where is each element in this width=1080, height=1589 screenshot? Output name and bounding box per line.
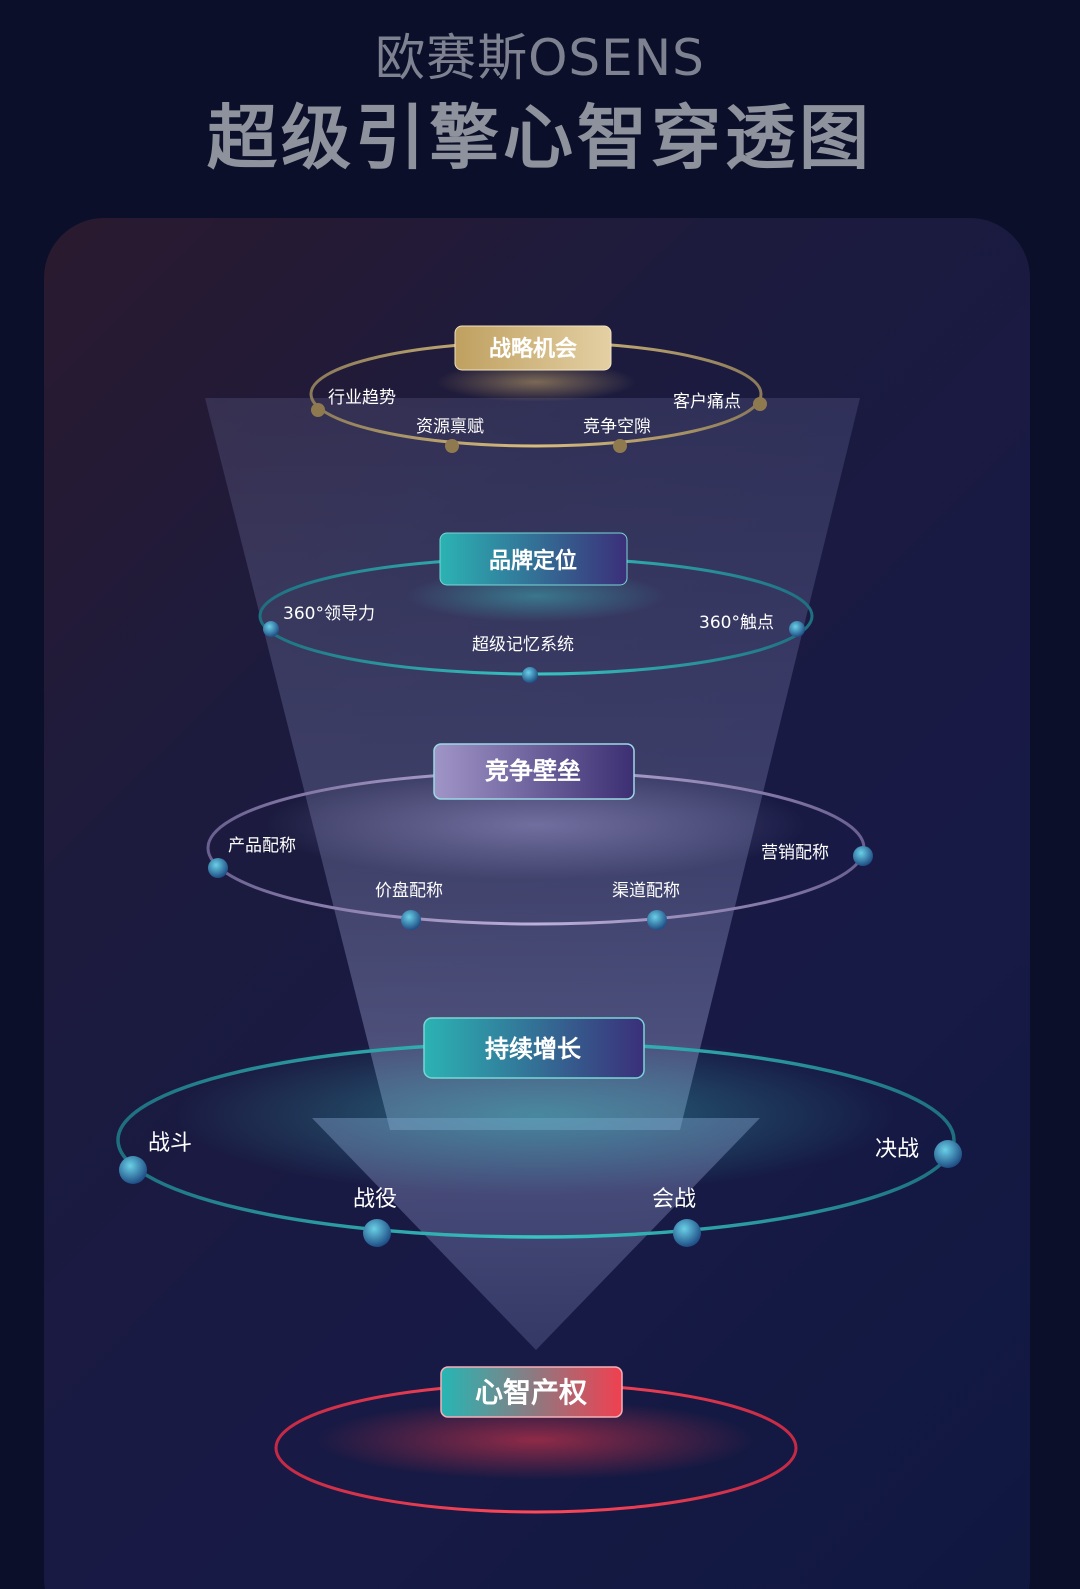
node-label: 战斗 (148, 1131, 192, 1156)
node-label: 决战 (875, 1137, 919, 1162)
level-label-box (423, 1017, 645, 1079)
node-label: 竞争空隙 (583, 417, 651, 437)
node-dot (363, 1219, 391, 1247)
level-competitive-barrier: 竞争壁垒 产品配称 价盘配称 渠道配称 营销配称 (206, 743, 873, 930)
node-dot (789, 621, 805, 637)
level-label: 持续增长 (485, 1035, 582, 1063)
node-dot (647, 910, 667, 930)
node-label: 资源禀赋 (416, 416, 484, 437)
node-label: 渠道配称 (612, 881, 680, 901)
node-dot (673, 1219, 701, 1247)
node-label: 战役 (353, 1187, 397, 1212)
node-label: 超级记忆系统 (472, 635, 574, 655)
brand-name: 欧赛斯OSENS (375, 29, 705, 87)
node-dot (208, 858, 228, 878)
level-sustained-growth: 持续增长 战斗 战役 会战 决战 (116, 1017, 962, 1247)
node-label: 行业趋势 (328, 388, 396, 408)
node-dot (853, 846, 873, 866)
level-label: 品牌定位 (489, 548, 577, 574)
level-label: 战略机会 (489, 336, 577, 362)
level-label: 竞争壁垒 (485, 757, 581, 785)
node-label: 产品配称 (228, 836, 296, 856)
node-dot (311, 403, 325, 417)
page-title: 超级引擎心智穿透图 (207, 97, 873, 179)
node-dot (263, 621, 279, 637)
node-dot (445, 439, 459, 453)
node-label: 360°触点 (699, 613, 774, 633)
node-dot (934, 1140, 962, 1168)
result-mind-property: 心智产权 (274, 1366, 798, 1514)
node-dot (401, 910, 421, 930)
header: 欧赛斯OSENS 超级引擎心智穿透图 (0, 0, 1080, 200)
node-dot (753, 397, 767, 411)
node-label: 360°领导力 (283, 604, 375, 624)
node-label: 会战 (652, 1187, 696, 1212)
result-label: 心智产权 (475, 1376, 587, 1409)
level-brand-positioning: 品牌定位 360°领导力 超级记忆系统 360°触点 (258, 532, 814, 683)
result-label-box (440, 1366, 623, 1418)
level-strategic-opportunity: 战略机会 行业趋势 资源禀赋 竞争空隙 客户痛点 (309, 325, 767, 453)
node-label: 客户痛点 (673, 392, 741, 412)
level-label-box (454, 325, 612, 371)
node-dot (522, 667, 538, 683)
node-dot (613, 439, 627, 453)
level-label-box (433, 743, 635, 800)
level-label-box (439, 532, 628, 586)
node-dot (119, 1156, 147, 1184)
node-label: 价盘配称 (375, 881, 443, 901)
node-label: 营销配称 (761, 843, 829, 863)
